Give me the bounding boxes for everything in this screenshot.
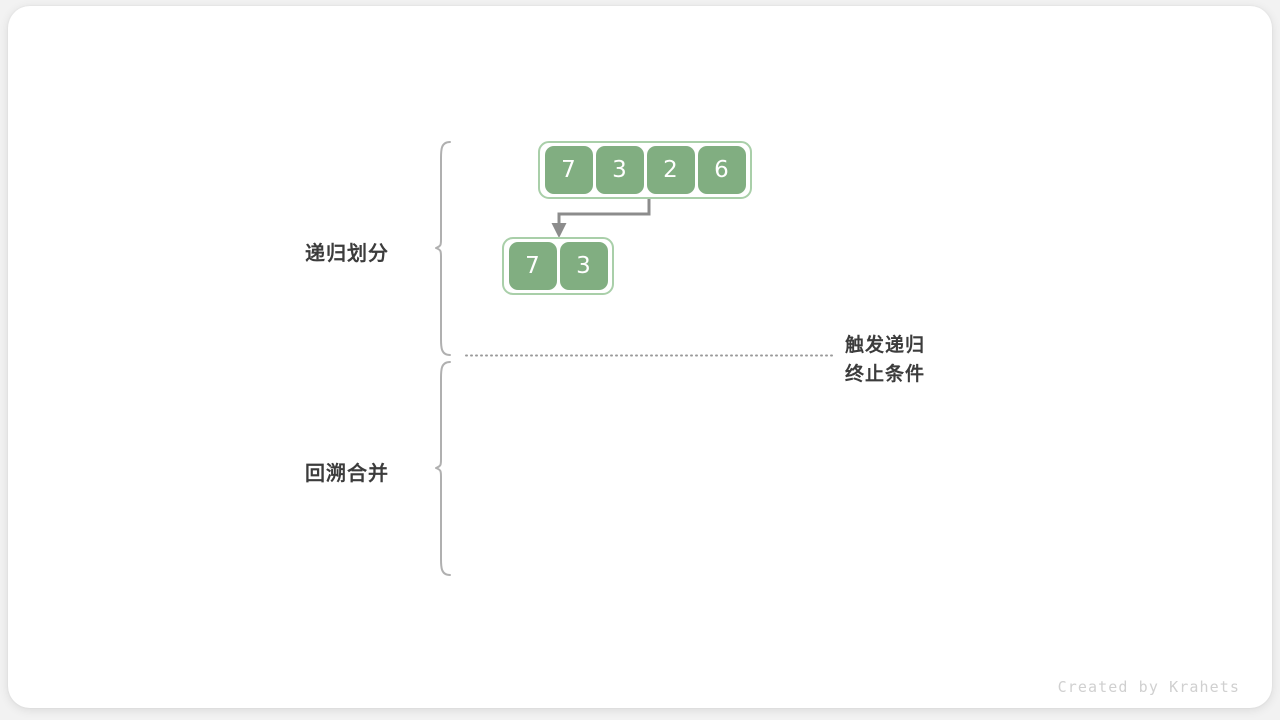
recursion-terminate-note: 触发递归 终止条件 [845,331,925,389]
array-cell: 3 [559,242,608,290]
array-cell: 2 [646,146,695,194]
array-top-level: 7 3 2 6 [538,141,752,199]
section-label-merge: 回溯合并 [305,463,389,485]
array-cell: 6 [697,146,746,194]
array-cell: 3 [595,146,644,194]
array-cell: 7 [544,146,593,194]
note-line-1: 触发递归 [845,335,926,356]
array-left-half: 7 3 [502,237,614,295]
watermark-credit: Created by Krahets [1057,678,1240,696]
note-line-2: 终止条件 [845,364,926,385]
slide-card [8,6,1272,708]
array-cell: 7 [508,242,557,290]
section-label-divide: 递归划分 [305,243,389,265]
